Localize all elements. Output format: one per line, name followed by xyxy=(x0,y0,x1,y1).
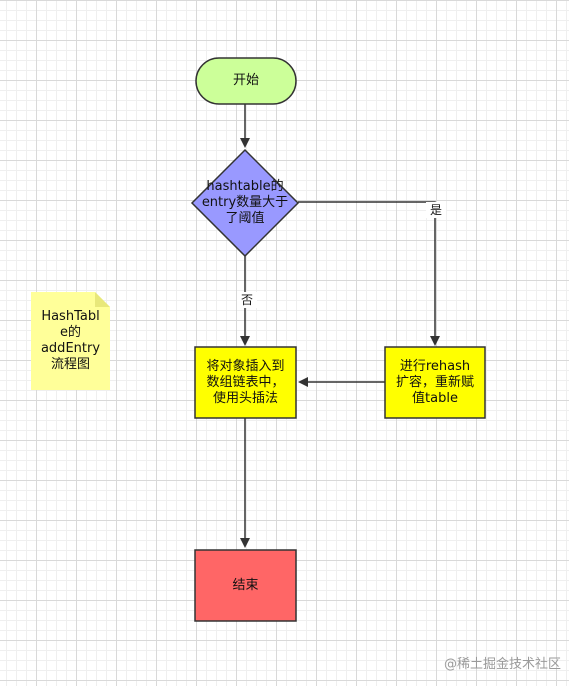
note-shape xyxy=(31,292,110,390)
edge-decision-to-rehash xyxy=(298,201,440,346)
decision-node-shape xyxy=(190,148,300,258)
start-node-shape xyxy=(195,57,297,105)
watermark: @稀土掘金技术社区 xyxy=(443,657,561,672)
insert-node-shape xyxy=(194,346,297,419)
rehash-node-shape xyxy=(384,346,486,419)
end-node-shape xyxy=(194,549,297,622)
note-fold xyxy=(95,292,110,307)
